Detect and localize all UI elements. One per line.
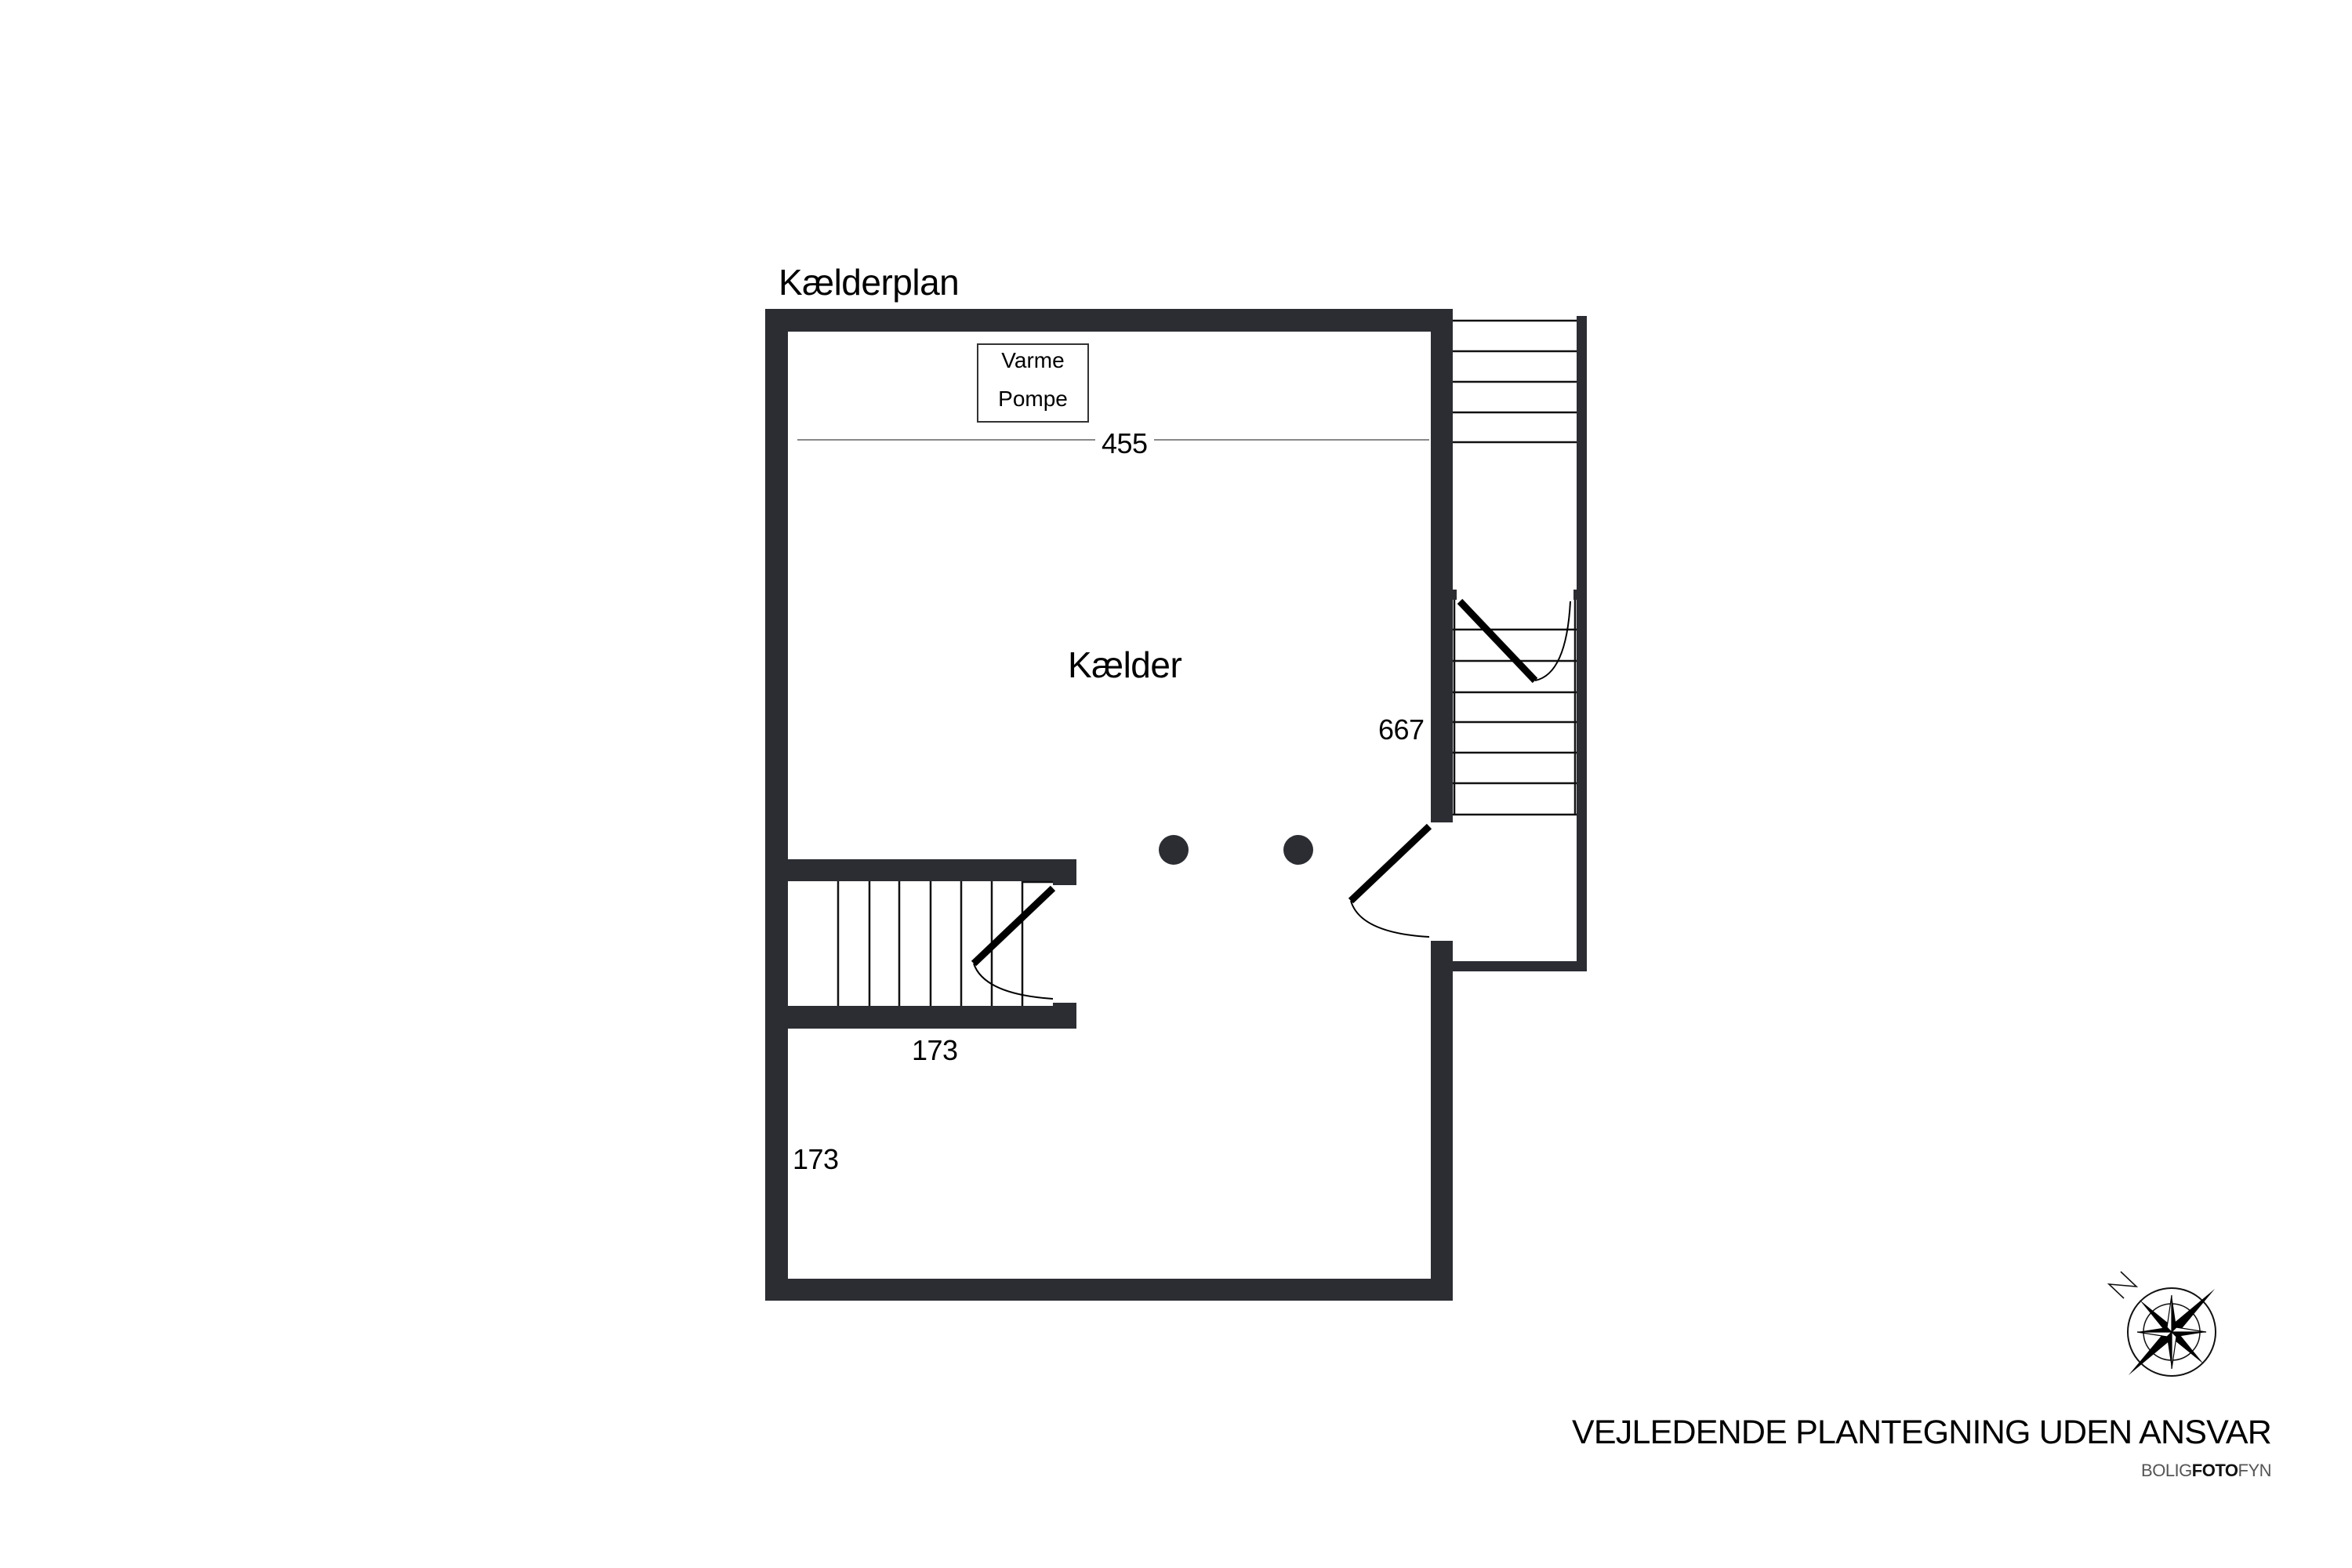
wall-bottom	[765, 1279, 1453, 1301]
brand-part-3: FYN	[2238, 1461, 2272, 1480]
heat-pump-label-line2: Pompe	[998, 387, 1068, 411]
wall-right-lower	[1431, 941, 1453, 1301]
walls	[765, 309, 1587, 1301]
heat-pump-label-line1: Varme	[1001, 348, 1065, 372]
dimension-side-label: 173	[793, 1143, 839, 1175]
column-2	[1283, 835, 1313, 865]
wall-left-lower	[765, 1029, 788, 1301]
north-marker-icon	[2107, 1271, 2139, 1299]
brand-part-2: FOTO	[2191, 1461, 2238, 1480]
wall-left-stair-segment	[765, 859, 788, 1029]
stair-left-top-wall	[788, 859, 1053, 881]
column-1	[1159, 835, 1189, 865]
disclaimer-text: VEJLEDENDE PLANTEGNING UDEN ANSVAR	[1572, 1414, 2272, 1451]
stair-right-treads	[1453, 319, 1577, 816]
stair-right-bottom-wall	[1453, 961, 1587, 971]
stair-left-bottom-stub	[1053, 1003, 1076, 1029]
door-stair-right	[1457, 598, 1571, 684]
stair-left-bottom-wall	[788, 1006, 1053, 1029]
stair-right-door-stub-right	[1573, 590, 1577, 600]
columns	[1159, 835, 1313, 865]
wall-top	[765, 309, 1453, 332]
wall-left-upper	[765, 309, 788, 859]
dimension-stair-label: 173	[912, 1034, 958, 1066]
stair-right-outer-wall	[1577, 316, 1587, 971]
wall-right-upper	[1431, 309, 1453, 822]
door-stair-left	[971, 885, 1056, 1000]
brand-logo: BOLIGFOTOFYN	[2141, 1461, 2271, 1481]
stair-left-top-stub	[1053, 859, 1076, 885]
dimension-width-label: 455	[1102, 427, 1148, 459]
stair-right-door-stub-left	[1453, 590, 1457, 600]
dimension-height-label: 667	[1378, 713, 1425, 746]
heat-pump-box: Varme Pompe	[977, 343, 1089, 423]
stair-left-treads	[837, 880, 1053, 1006]
room-label-kaelder: Kælder	[1068, 644, 1182, 685]
brand-part-1: BOLIG	[2141, 1461, 2192, 1480]
compass-rose-icon	[2127, 1287, 2216, 1377]
door-main	[1348, 823, 1432, 938]
plan-title: Kælderplan	[779, 262, 960, 303]
